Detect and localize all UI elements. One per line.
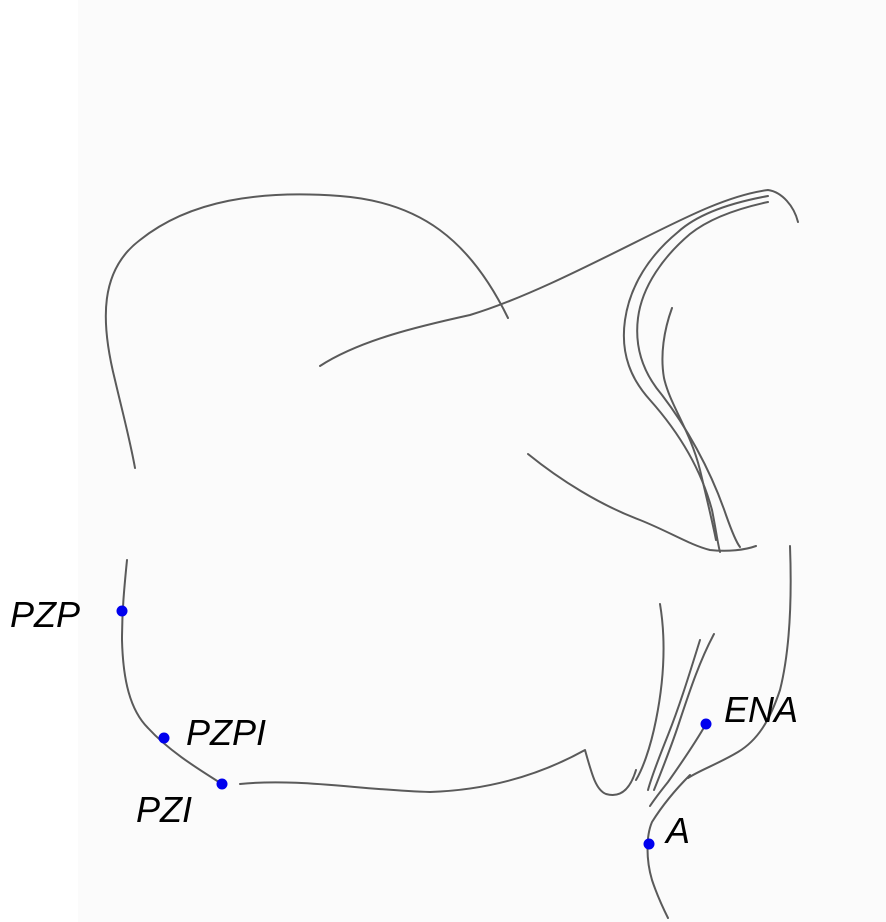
ramus-line [636,604,663,780]
pzp-point [117,606,128,617]
orbit-outer-line [624,196,768,552]
incisor-line-3 [650,724,706,806]
pzpi-point [159,733,170,744]
mandible-base-line [240,750,636,795]
incisor-line-2 [648,640,700,790]
a-point [644,839,655,850]
cranial-vault-line [106,194,508,468]
upper-face-line [320,190,798,366]
a-label: A [666,813,690,849]
pzp-label: PZP [10,597,80,633]
pzpi-label: PZPI [186,715,266,751]
pzi-label: PZI [136,792,192,828]
anterior-border-line [688,546,791,778]
ena-point [701,719,712,730]
ena-label: ENA [724,692,798,728]
pzi-point [217,779,228,790]
